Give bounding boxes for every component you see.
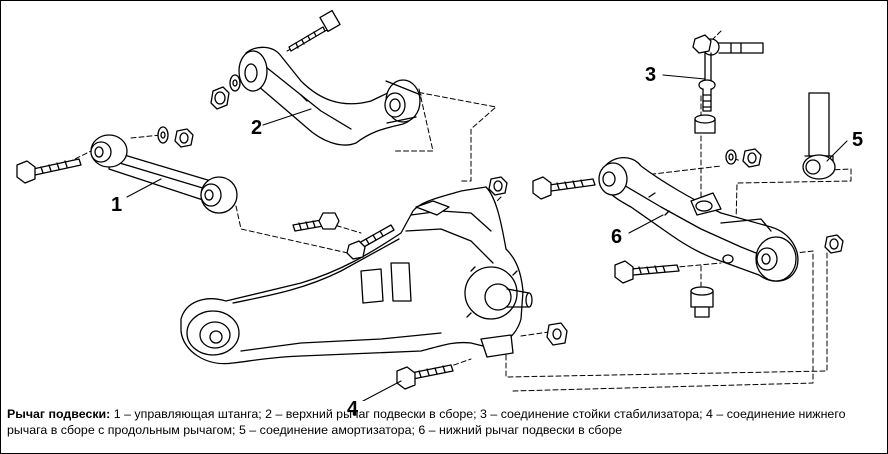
figure-caption: Рычаг подвески: 1 – управляющая штанга; … bbox=[7, 406, 883, 438]
bolt-control-rod bbox=[16, 158, 82, 184]
caption-title: Рычаг подвески: bbox=[7, 407, 111, 421]
bolt-knuckle-center bbox=[292, 212, 340, 232]
upper-control-arm bbox=[238, 46, 422, 146]
control-rod bbox=[90, 134, 238, 214]
stabilizer-link-bushing-lower bbox=[690, 286, 714, 318]
trailing-arm-knuckle bbox=[180, 186, 533, 365]
callout-6: 6 bbox=[611, 226, 623, 248]
nut-shock-absorber bbox=[725, 148, 762, 168]
bolt-knuckle-diagonal bbox=[346, 224, 395, 260]
nut-knuckle-right bbox=[546, 322, 568, 346]
lower-control-arm bbox=[598, 157, 799, 282]
callout-1: 1 bbox=[111, 194, 123, 216]
stabilizer-link bbox=[692, 34, 764, 134]
bolt-lower-arm-outer bbox=[614, 260, 680, 284]
bolt-lower-arm-to-trailing-arm bbox=[396, 364, 454, 390]
callout-2: 2 bbox=[251, 117, 263, 139]
bolt-lower-arm-inner bbox=[532, 176, 596, 200]
caption-text: 1 – управляющая штанга; 2 – верхний рыча… bbox=[7, 407, 846, 437]
nut-upper-arm bbox=[210, 74, 241, 110]
nut-knuckle-top bbox=[488, 176, 508, 196]
callout-3: 3 bbox=[645, 64, 657, 86]
shock-absorber bbox=[802, 92, 836, 180]
callout-5: 5 bbox=[852, 129, 864, 151]
bolt-upper-arm-top bbox=[288, 9, 341, 52]
callout-4: 4 bbox=[347, 398, 359, 420]
leader-lines bbox=[126, 74, 848, 401]
nut-control-rod bbox=[157, 126, 194, 148]
nut-lower-arm-outer bbox=[824, 234, 844, 254]
suspension-exploded-view bbox=[16, 9, 852, 401]
